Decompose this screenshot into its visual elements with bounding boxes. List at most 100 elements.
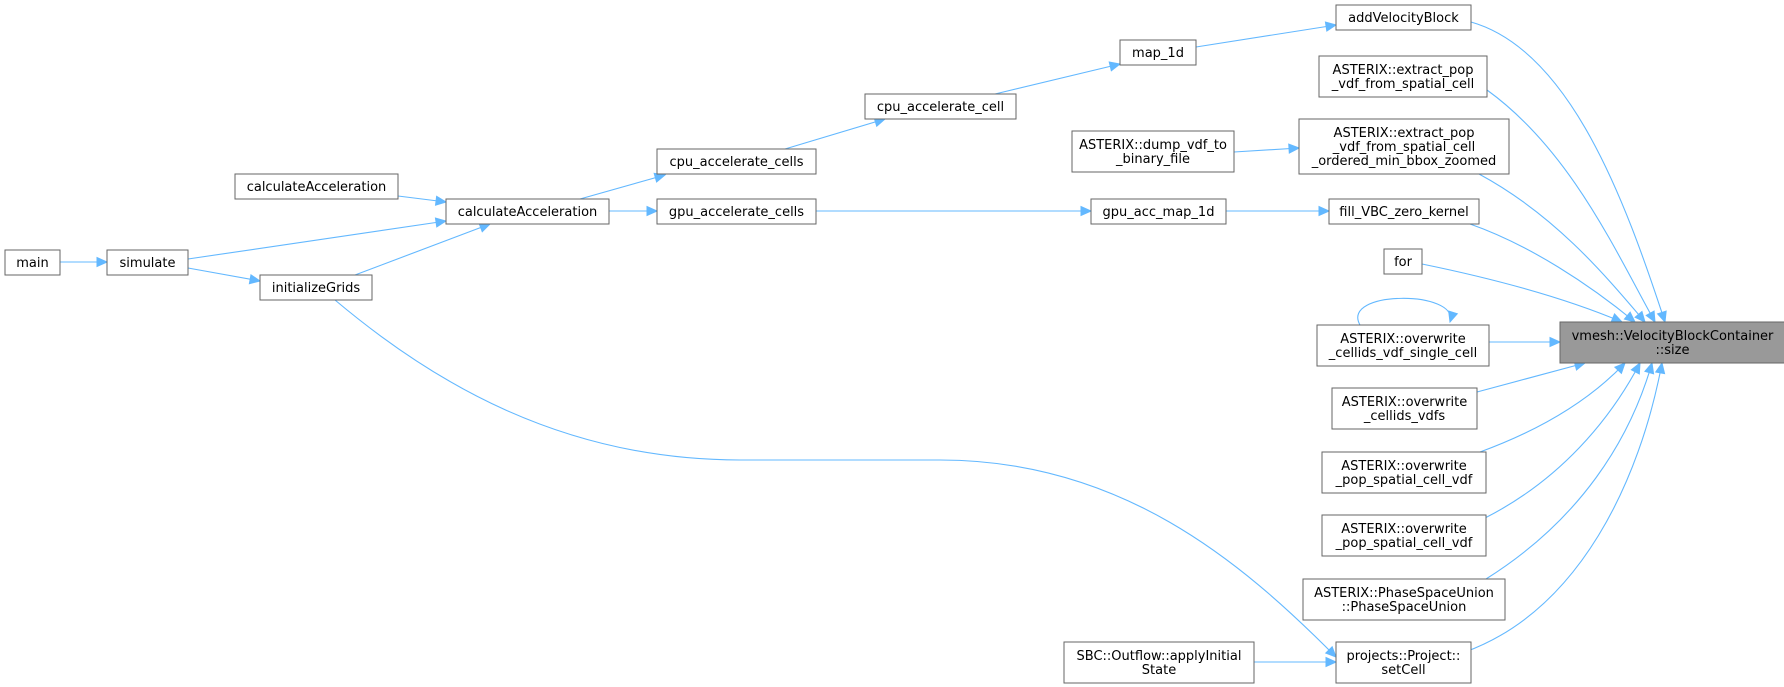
edge-line [1464, 362, 1663, 653]
node-label: _cellids_vdf_single_cell [1328, 346, 1477, 361]
node-fillVBC[interactable]: fill_VBC_zero_kernel [1328, 198, 1480, 225]
node-label: cpu_accelerate_cell [877, 100, 1004, 115]
node-label: ASTERIX::overwrite [1342, 395, 1468, 410]
node-initGrids[interactable]: initializeGrids [259, 274, 373, 301]
node-phaseSpace[interactable]: ASTERIX::PhaseSpaceUnion::PhaseSpaceUnio… [1302, 578, 1506, 621]
node-overwriteSingle[interactable]: ASTERIX::overwrite_cellids_vdf_single_ce… [1316, 324, 1490, 367]
node-label: _pop_spatial_cell_vdf [1335, 536, 1473, 551]
edge-arrowhead [1318, 205, 1331, 217]
node-box [234, 173, 399, 200]
edge-line [354, 223, 491, 276]
edge-arrowhead [1654, 361, 1666, 375]
edge-initGrids-to-setCell [334, 299, 1337, 658]
node-calcAcc2[interactable]: calculateAcceleration [234, 173, 399, 200]
node-box [1063, 641, 1255, 684]
edge-line [1478, 173, 1646, 323]
node-label: ::PhaseSpaceUnion [1342, 600, 1467, 615]
node-dump[interactable]: ASTERIX::dump_vdf_to_binary_file [1071, 130, 1235, 173]
node-label: fill_VBC_zero_kernel [1339, 205, 1468, 220]
edge-arrowhead [1634, 310, 1646, 323]
node-label: initializeGrids [272, 281, 360, 296]
node-label: ASTERIX::PhaseSpaceUnion [1314, 586, 1494, 601]
node-box [4, 249, 61, 276]
node-box [1383, 248, 1423, 275]
node-label: _vdf_from_spatial_cell [1331, 77, 1474, 92]
node-overwritePop2[interactable]: ASTERIX::overwrite_pop_spatial_cell_vdf [1321, 514, 1487, 557]
node-overwriteVdfs[interactable]: ASTERIX::overwrite_cellids_vdfs [1331, 387, 1478, 430]
edge-line [1476, 362, 1586, 393]
node-gpuAccMap[interactable]: gpu_acc_map_1d [1090, 198, 1227, 225]
edge-overwritePop1-to-size [1479, 362, 1626, 453]
edge-overwriteSingle-to-overwriteSingle [1357, 297, 1459, 326]
edge-calcAcc2-to-calcAcc1 [397, 195, 448, 206]
edge-line [334, 299, 1337, 658]
node-setCell[interactable]: projects::Project::setCell [1335, 641, 1472, 684]
node-box [1071, 130, 1235, 173]
node-label: for [1394, 255, 1413, 270]
edge-phaseSpace-to-size [1485, 361, 1655, 580]
node-label: _ordered_min_bbox_zoomed [1311, 154, 1497, 169]
node-box [656, 148, 817, 175]
edge-line [1470, 21, 1666, 323]
edge-fillVBC-to-size [1469, 223, 1636, 323]
edge-addVelocityBlock-to-size [1470, 21, 1667, 324]
node-calcAcc1[interactable]: calculateAcceleration [445, 198, 610, 225]
node-label: ASTERIX::overwrite [1341, 459, 1467, 474]
edge-line [579, 174, 666, 200]
node-box [445, 198, 610, 225]
edge-line [187, 220, 447, 260]
node-label: gpu_accelerate_cells [669, 205, 804, 220]
edge-dump-to-extract2 [1233, 143, 1301, 154]
node-label: _binary_file [1115, 152, 1190, 167]
edge-line [1485, 362, 1653, 580]
edge-main-to-simulate [60, 256, 109, 268]
node-label: SBC::Outflow::applyInitial [1077, 649, 1242, 664]
node-box [1090, 198, 1227, 225]
edge-extract2-to-size [1478, 173, 1646, 323]
edge-arrowhead [1645, 310, 1656, 324]
node-cpuCells[interactable]: cpu_accelerate_cells [656, 148, 817, 175]
edge-arrowhead [1656, 310, 1667, 324]
edge-arrowhead [434, 217, 448, 228]
edge-arrowhead [434, 195, 448, 206]
edge-gpuAccMap-to-fillVBC [1226, 205, 1331, 217]
edge-arrowhead [1610, 313, 1624, 323]
node-label: ASTERIX::extract_pop [1334, 126, 1475, 141]
edge-overwriteSingle-to-size [1489, 336, 1562, 348]
node-box [106, 249, 189, 276]
node-box [864, 93, 1017, 120]
node-label: ::size [1656, 343, 1690, 358]
node-box [1335, 641, 1472, 684]
node-for[interactable]: for [1383, 248, 1423, 275]
node-label: ASTERIX::dump_vdf_to [1079, 138, 1227, 153]
edge-arrowhead [653, 172, 667, 183]
edge-line [1421, 263, 1623, 323]
node-label: ASTERIX::overwrite [1341, 522, 1467, 537]
node-gpuCells[interactable]: gpu_accelerate_cells [656, 198, 817, 225]
edge-gpuCells-to-gpuAccMap [816, 205, 1093, 217]
node-extract1[interactable]: ASTERIX::extract_pop_vdf_from_spatial_ce… [1318, 55, 1488, 98]
node-label: State [1142, 663, 1176, 678]
node-size[interactable]: vmesh::VelocityBlockContainer::size [1559, 321, 1784, 364]
edge-setCell-to-size [1464, 361, 1666, 653]
node-extract2[interactable]: ASTERIX::extract_pop_vdf_from_spatial_ce… [1298, 118, 1510, 175]
node-main[interactable]: main [4, 249, 61, 276]
node-simulate[interactable]: simulate [106, 249, 189, 276]
edge-line [784, 118, 886, 150]
node-label: cpu_accelerate_cells [669, 155, 803, 170]
node-label: map_1d [1132, 46, 1184, 61]
node-box [1321, 514, 1487, 557]
node-box [259, 274, 373, 301]
node-label: _vdf_from_spatial_cell [1332, 140, 1475, 155]
edge-overwriteVdfs-to-size [1476, 360, 1587, 393]
edge-arrowhead [1549, 336, 1562, 348]
node-label: ASTERIX::extract_pop [1333, 63, 1474, 78]
edge-map1d-to-addVelocityBlock [1195, 21, 1338, 48]
node-addVelocityBlock[interactable]: addVelocityBlock [1335, 4, 1472, 31]
node-map1d[interactable]: map_1d [1119, 39, 1197, 66]
node-cpuCell[interactable]: cpu_accelerate_cell [864, 93, 1017, 120]
node-label: vmesh::VelocityBlockContainer [1572, 329, 1774, 344]
node-box [1331, 387, 1478, 430]
node-overwritePop1[interactable]: ASTERIX::overwrite_pop_spatial_cell_vdf [1321, 451, 1487, 494]
